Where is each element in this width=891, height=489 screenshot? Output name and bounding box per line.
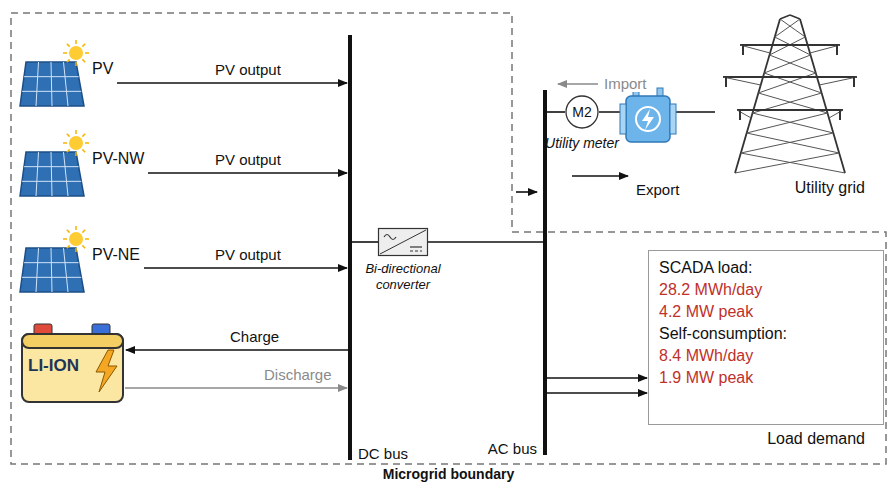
converter-label: Bi-directional converter [351,261,455,293]
load-value: 4.2 MW peak [659,301,873,323]
export-arrow [572,175,628,177]
connector [547,111,565,113]
utility-meter: M2Utility meter [565,95,599,129]
box-title: Load demand [767,428,865,450]
edge-label: Charge [228,328,281,345]
connector [148,172,347,174]
pv-label: PV [92,60,113,78]
pv-array: PV [18,40,117,110]
connector [428,241,543,243]
solar-panel-icon [18,226,90,296]
flow-label: Import [602,75,649,92]
import-arrow [558,83,598,85]
connector [547,377,647,379]
connector [117,82,347,84]
grid-label: Utility grid [795,179,865,197]
pv-label: PV-NE [92,246,140,264]
edge-label: PV output [213,246,283,263]
edge-label: PV output [213,61,283,78]
meter-label: Utility meter [545,135,619,151]
transformer-symbol [620,88,676,142]
load-value: 1.9 MW peak [659,367,873,389]
battery-label: LI-ION [28,356,79,376]
load-heading: SCADA load: [659,257,873,279]
pv-array: PV-NE [18,226,144,296]
load-value: 8.4 MWh/day [659,345,873,367]
edge-label: Discharge [262,366,334,383]
battery: LI-ION [20,320,125,405]
connector [144,267,347,269]
converter: Bi-directional converter [378,228,428,256]
load-value: 28.2 MWh/day [659,279,873,301]
microgrid-boundary: Microgrid boundaryPVPV-NWPV-NELI-IONDC b… [10,12,887,465]
pv-array: PV-NW [18,130,148,200]
bus-label: AC bus [488,440,537,457]
flow-arrow [516,191,537,193]
boundary-title: Microgrid boundary [10,466,887,482]
connector [126,349,348,351]
utility-grid: Utility grid [715,15,865,175]
pv-label: PV-NW [92,150,144,168]
solar-panel-icon [18,130,90,200]
bus-label: DC bus [358,445,408,462]
meter-id: M2 [565,95,599,129]
load-demand-box: SCADA load:28.2 MWh/day4.2 MW peakSelf-c… [648,250,884,425]
solar-panel-icon [18,40,90,110]
transmission-tower [715,15,865,175]
dc-bus: DC bus [348,35,352,460]
edge-label: PV output [213,151,283,168]
flow-label: Export [634,181,681,198]
connector [352,241,378,243]
load-heading: Self-consumption: [659,323,873,345]
converter-icon [378,228,428,256]
connector [125,387,347,389]
connector [547,392,647,394]
